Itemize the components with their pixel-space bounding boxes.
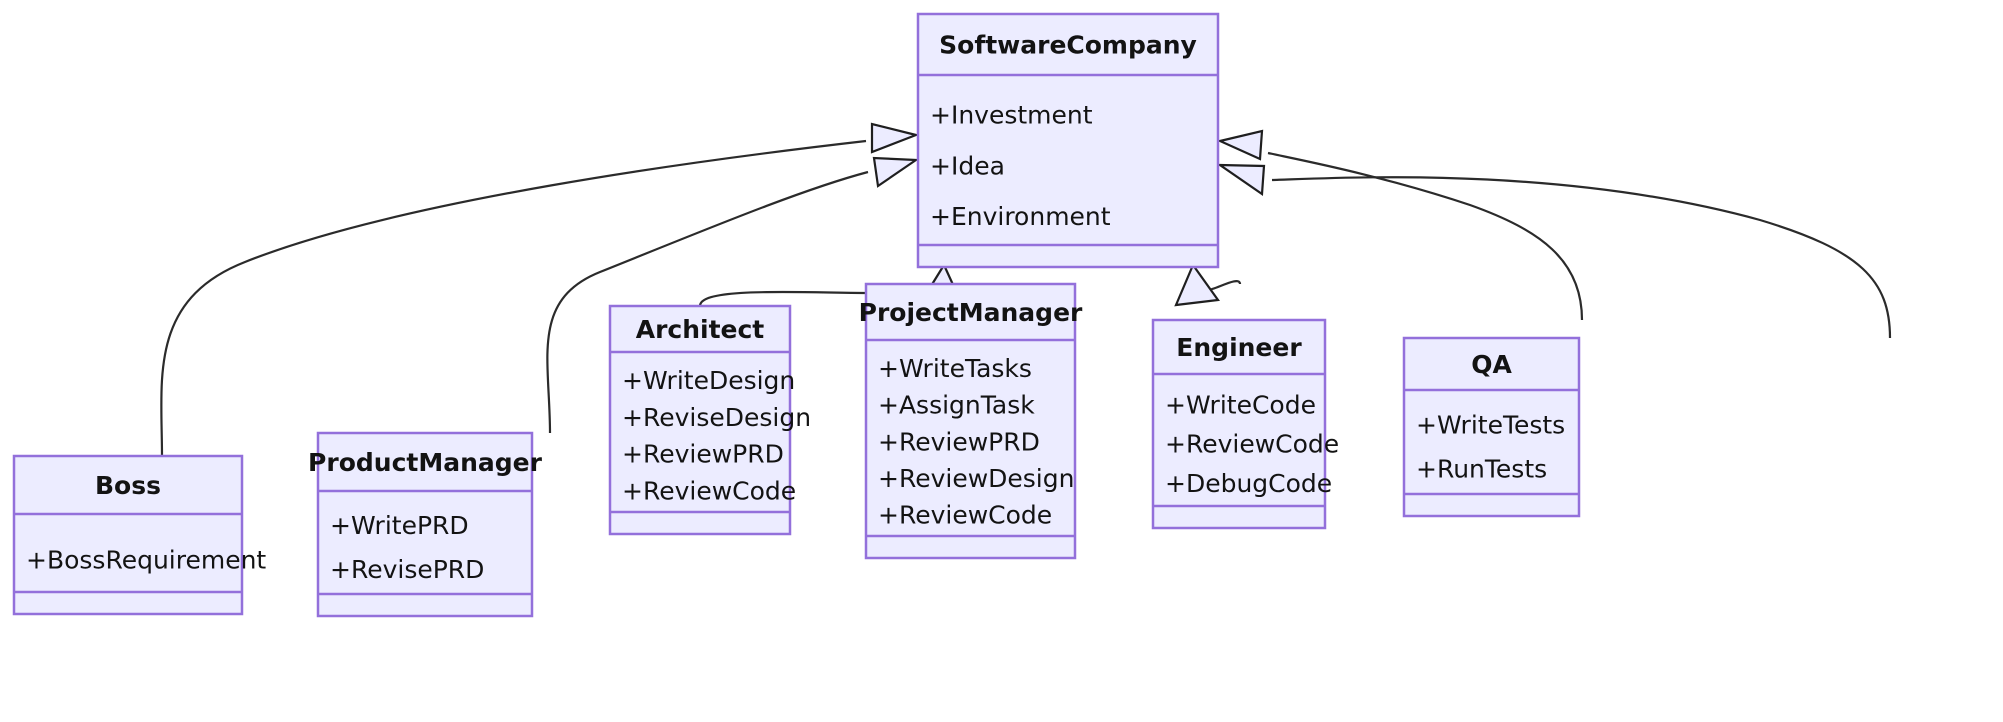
class-box-frame bbox=[608, 304, 792, 536]
class-box-software-company[interactable]: SoftwareCompany +Investment +Idea +Environm… bbox=[916, 12, 1220, 269]
class-member-label: +ReviewCode bbox=[622, 477, 796, 506]
class-member-label: +Investment bbox=[930, 101, 1093, 130]
class-member-label: +RunTests bbox=[1416, 455, 1547, 484]
class-name-label: SoftwareCompany bbox=[939, 31, 1197, 60]
generalization-arrowhead bbox=[1174, 262, 1220, 307]
generalization-arrowhead bbox=[870, 122, 920, 154]
class-name-label: ProductManager bbox=[308, 448, 543, 477]
class-member-label: +WriteDesign bbox=[622, 366, 795, 395]
class-member-label: +DebugCode bbox=[1165, 469, 1332, 498]
class-member-label: +ReviseDesign bbox=[622, 403, 811, 432]
class-box-frame bbox=[1402, 336, 1581, 518]
class-member-label: +AssignTask bbox=[878, 391, 1035, 420]
generalization-arrowhead bbox=[1216, 163, 1266, 196]
edge-line bbox=[546, 170, 869, 434]
class-layer: SoftwareCompany +Investment +Idea +Environm… bbox=[12, 12, 1581, 618]
class-box-frame bbox=[864, 282, 1077, 560]
class-name-label: Boss bbox=[95, 471, 161, 500]
generalization-arrowhead bbox=[1216, 129, 1264, 161]
class-member-label: +WriteTasks bbox=[878, 354, 1032, 383]
class-box-architect[interactable]: Architect +WriteDesign +ReviseDesign +Revie… bbox=[608, 304, 811, 536]
class-member-label: +Idea bbox=[930, 151, 1005, 180]
class-box-frame bbox=[916, 12, 1220, 269]
edge-layer bbox=[160, 122, 1892, 457]
edge-line bbox=[160, 139, 867, 457]
edge-projectmanager-to-company[interactable] bbox=[1174, 262, 1242, 307]
class-member-label: +ReviewDesign bbox=[878, 464, 1074, 493]
class-member-label: +WritePRD bbox=[330, 511, 469, 540]
edge-line bbox=[1207, 280, 1242, 292]
class-name-label: Engineer bbox=[1176, 333, 1302, 362]
edge-boss-to-company[interactable] bbox=[160, 122, 920, 457]
generalization-arrowhead bbox=[872, 156, 920, 188]
edge-qa-to-company[interactable] bbox=[1216, 163, 1892, 339]
class-member-label: +WriteTests bbox=[1416, 410, 1565, 439]
edge-productmanager-to-company[interactable] bbox=[546, 156, 920, 434]
class-name-label: QA bbox=[1471, 350, 1512, 379]
class-box-engineer[interactable]: Engineer +WriteCode +ReviewCode +DebugCode bbox=[1151, 318, 1339, 530]
class-name-label: ProjectManager bbox=[859, 298, 1083, 327]
class-box-frame bbox=[316, 431, 534, 618]
class-name-label: Architect bbox=[636, 315, 765, 344]
class-box-product-manager[interactable]: ProductManager +WritePRD +RevisePRD bbox=[308, 431, 543, 618]
class-box-frame bbox=[1151, 318, 1327, 530]
class-box-boss[interactable]: Boss +BossRequirement bbox=[12, 454, 266, 616]
class-member-label: +Environment bbox=[930, 202, 1111, 231]
class-member-label: +BossRequirement bbox=[26, 545, 266, 574]
class-box-project-manager[interactable]: ProjectManager +WriteTasks +AssignTask +Rev… bbox=[859, 282, 1083, 560]
class-box-frame bbox=[12, 454, 244, 616]
class-box-qa[interactable]: QA +WriteTests +RunTests bbox=[1402, 336, 1581, 518]
class-member-label: +WriteCode bbox=[1165, 390, 1316, 419]
class-member-label: +RevisePRD bbox=[330, 555, 484, 584]
class-member-label: +ReviewCode bbox=[878, 501, 1052, 530]
edge-line bbox=[1267, 151, 1584, 321]
edge-engineer-to-company[interactable] bbox=[1216, 129, 1584, 321]
edge-line bbox=[1271, 176, 1892, 339]
class-member-label: +ReviewCode bbox=[1165, 430, 1339, 459]
class-member-label: +ReviewPRD bbox=[878, 427, 1040, 456]
class-member-label: +ReviewPRD bbox=[622, 440, 784, 469]
